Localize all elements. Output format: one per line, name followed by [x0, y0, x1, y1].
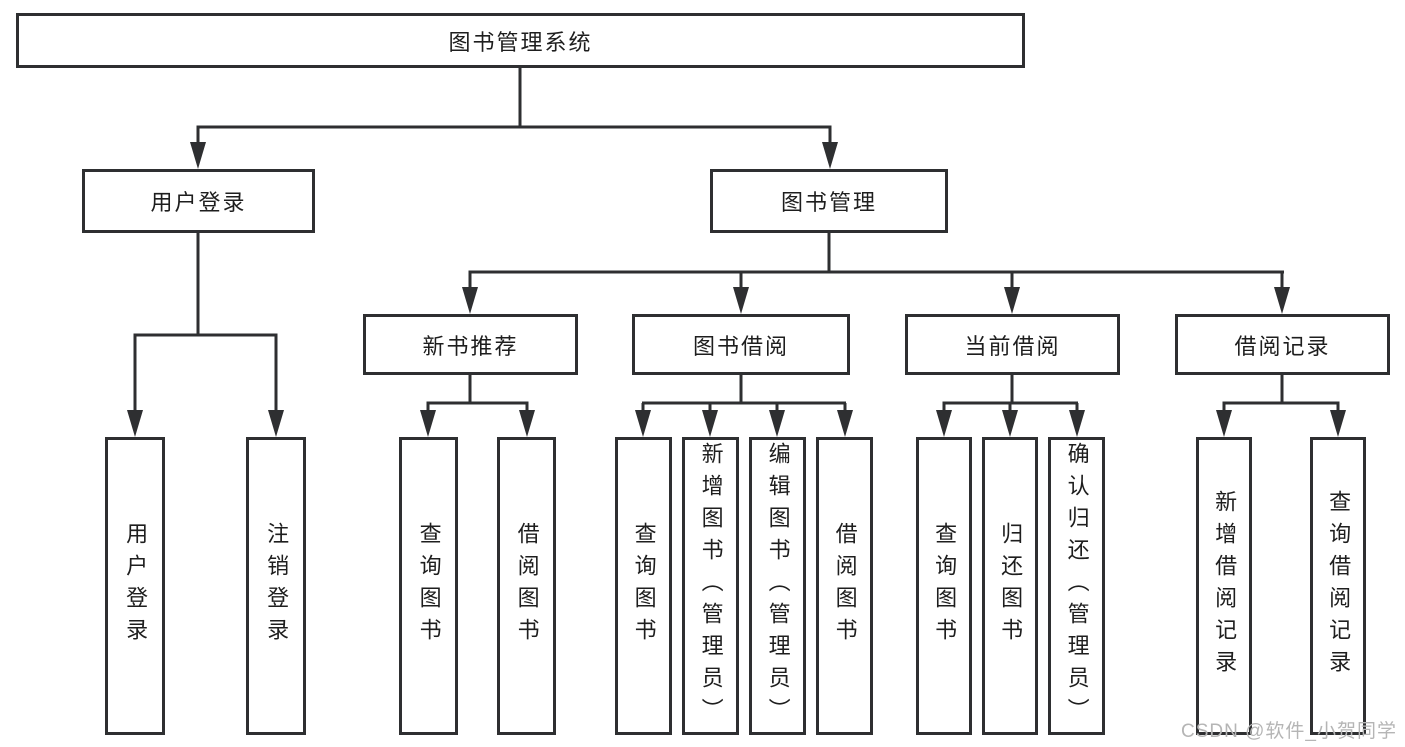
node-current-borrowing: 当前借阅	[905, 314, 1120, 375]
node-book-borrowing: 图书借阅	[632, 314, 850, 375]
leaf-label: 借阅图书	[514, 522, 540, 650]
node-user-login: 用户登录	[82, 169, 315, 233]
leaf-label: 查询借阅记录	[1326, 490, 1352, 682]
node-library-management-system: 图书管理系统	[16, 13, 1025, 68]
leaf-label: 借阅图书	[832, 522, 858, 650]
leaf-label: 查询图书	[416, 522, 442, 650]
leaf-user-login: 用户登录	[105, 437, 165, 735]
leaf-logout: 注销登录	[246, 437, 306, 735]
leaf-borrow-books-recommend: 借阅图书	[497, 437, 556, 735]
leaf-query-borrow-record: 查询借阅记录	[1310, 437, 1366, 735]
leaf-label: 编辑图书（管理员）	[765, 442, 791, 730]
leaf-borrow-books: 借阅图书	[816, 437, 873, 735]
node-borrowing-records: 借阅记录	[1175, 314, 1390, 375]
leaf-label: 查询图书	[631, 522, 657, 650]
leaf-query-books-borrowing: 查询图书	[615, 437, 672, 735]
leaf-label: 用户登录	[123, 522, 149, 650]
leaf-query-books-current: 查询图书	[916, 437, 972, 735]
node-book-management: 图书管理	[710, 169, 948, 233]
leaf-add-books-admin: 新增图书（管理员）	[682, 437, 739, 735]
leaf-label: 查询图书	[932, 522, 958, 650]
leaf-confirm-return-admin: 确认归还（管理员）	[1048, 437, 1105, 735]
leaf-add-borrow-record: 新增借阅记录	[1196, 437, 1252, 735]
leaf-return-books: 归还图书	[982, 437, 1038, 735]
node-new-book-recommend: 新书推荐	[363, 314, 578, 375]
leaf-query-books-recommend: 查询图书	[399, 437, 458, 735]
leaf-label: 新增图书（管理员）	[698, 442, 724, 730]
leaf-label: 注销登录	[264, 522, 290, 650]
leaf-label: 新增借阅记录	[1212, 490, 1238, 682]
leaf-edit-books-admin: 编辑图书（管理员）	[749, 437, 806, 735]
leaf-label: 确认归还（管理员）	[1064, 442, 1090, 730]
leaf-label: 归还图书	[998, 522, 1024, 650]
watermark: CSDN @软件_小贺同学	[1181, 721, 1397, 742]
